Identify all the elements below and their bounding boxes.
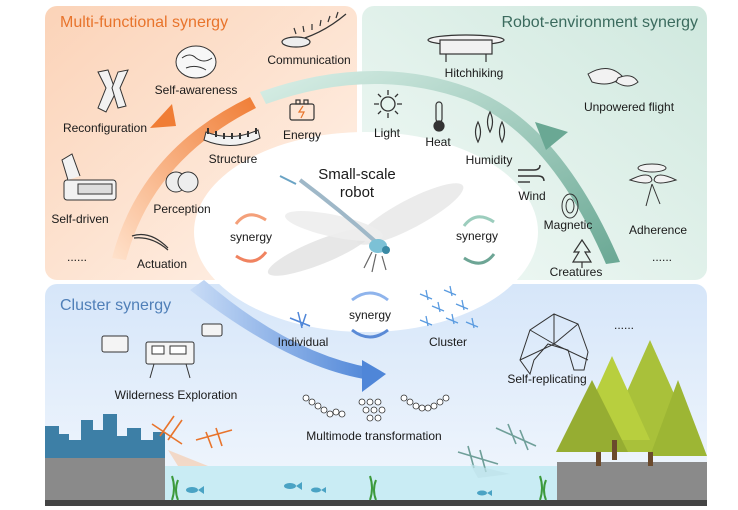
self-replicating-label: Self-replicating — [507, 372, 587, 386]
synergy-left-label: synergy — [229, 230, 273, 244]
individual-label: Individual — [277, 335, 329, 349]
centipede-robot-icon — [281, 11, 347, 48]
gripper-icon — [97, 69, 129, 113]
center-robot-label: Small-scale robot — [318, 166, 396, 202]
communication-label: Communication — [267, 53, 351, 67]
multi-ellipsis: ...... — [66, 250, 88, 264]
cluster-panel — [45, 284, 707, 506]
fish-icon — [186, 482, 492, 496]
actuation-label: Actuation — [136, 257, 188, 271]
unpowered-flight-label: Unpowered flight — [583, 100, 675, 114]
maple-seed-icon — [628, 163, 678, 207]
dragonfly-icon — [267, 175, 464, 276]
heat-label: Heat — [425, 135, 451, 149]
cluster-label: Cluster — [428, 335, 468, 349]
magnetic-label: Magnetic — [543, 218, 593, 232]
wilderness-robots-icon — [101, 323, 223, 379]
structure-label: Structure — [208, 152, 258, 166]
synergy-right-label: synergy — [455, 229, 499, 243]
tree-icon — [571, 238, 593, 268]
synergy-arrows-right — [462, 215, 496, 265]
humidity-label: Humidity — [465, 153, 513, 167]
battery-icon — [289, 99, 315, 121]
hitchhiking-label: Hitchhiking — [444, 66, 504, 80]
center-line-2: robot — [339, 184, 375, 201]
perception-label: Perception — [153, 202, 211, 216]
cluster-dragonflies-icon — [419, 285, 479, 329]
car-robot-icon — [61, 153, 117, 201]
magnet-icon — [561, 193, 579, 219]
cluster-title: Cluster synergy — [60, 297, 172, 314]
individual-dragonfly-icon — [289, 311, 311, 329]
synergy-arrows-left — [234, 213, 268, 263]
center-line-1: Small-scale — [318, 166, 396, 183]
building-icon — [45, 414, 165, 458]
env-ellipsis: ...... — [651, 250, 673, 264]
cluster-ellipsis: ...... — [613, 318, 635, 332]
self-awareness-label: Self-awareness — [154, 83, 238, 97]
self-replicating-icon — [519, 313, 589, 376]
multimode-transformation-label: Multimode transformation — [306, 429, 442, 443]
gear-segment-icon — [203, 128, 261, 146]
drone-icon — [427, 34, 505, 62]
wind-label: Wind — [518, 189, 546, 203]
eye-icon — [165, 171, 199, 193]
sun-icon — [374, 90, 402, 118]
self-driven-label: Self-driven — [51, 212, 109, 226]
synergy-middle-label: synergy — [348, 308, 392, 322]
thermometer-icon — [433, 101, 445, 132]
ground-left — [45, 458, 165, 506]
brain-icon — [175, 45, 217, 79]
ground-right — [557, 462, 707, 506]
tree-forest-icon — [556, 340, 707, 466]
light-label: Light — [373, 126, 401, 140]
droplets-icon — [474, 110, 506, 144]
reconfiguration-label: Reconfiguration — [62, 121, 148, 135]
wind-icon — [518, 164, 545, 183]
fiber-icon — [131, 233, 169, 251]
adherence-label: Adherence — [628, 223, 688, 237]
creatures-label: Creatures — [549, 265, 603, 279]
wilderness-exploration-label: Wilderness Exploration — [114, 388, 238, 402]
energy-label: Energy — [282, 128, 322, 142]
synergy-arrows-middle — [351, 291, 389, 339]
multi-functional-title: Multi-functional synergy — [60, 14, 229, 31]
robot-environment-title: Robot-environment synergy — [501, 14, 698, 31]
multimode-chains-icon — [302, 394, 450, 422]
seed-icon — [587, 68, 639, 87]
